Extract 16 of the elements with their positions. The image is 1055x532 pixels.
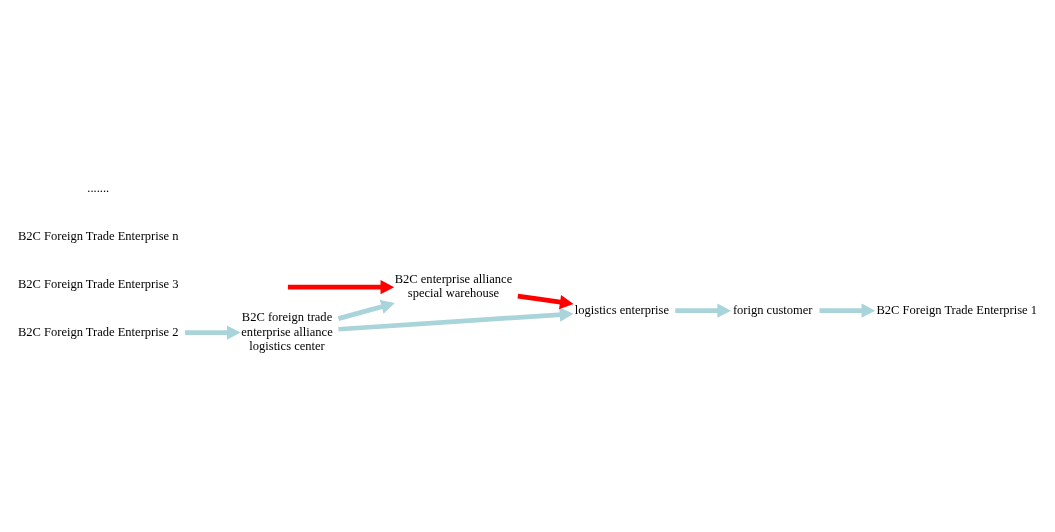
node-text: B2C Foreign Trade Enterprise 1 — [876, 302, 1038, 317]
arrow — [338, 307, 574, 332]
node-text: B2C foreign trade enterprise alliance logistics center — [241, 310, 333, 353]
arrow — [517, 293, 574, 310]
arrow — [184, 325, 241, 340]
arrow — [675, 303, 731, 318]
node-text: B2C Foreign Trade Enterprise n — [17, 228, 179, 243]
arrow — [337, 299, 395, 321]
label: ....... — [87, 181, 110, 196]
node-text: B2C Foreign Trade Enterprise 2 — [17, 324, 179, 339]
arrow — [287, 279, 395, 295]
node-text: forign customer — [732, 302, 813, 317]
node-text: logistics enterprise — [574, 302, 669, 317]
node-text: B2C Foreign Trade Enterprise 3 — [17, 276, 179, 291]
arrow — [819, 303, 876, 318]
node-text: B2C enterprise alliance special warehouse — [394, 272, 513, 301]
